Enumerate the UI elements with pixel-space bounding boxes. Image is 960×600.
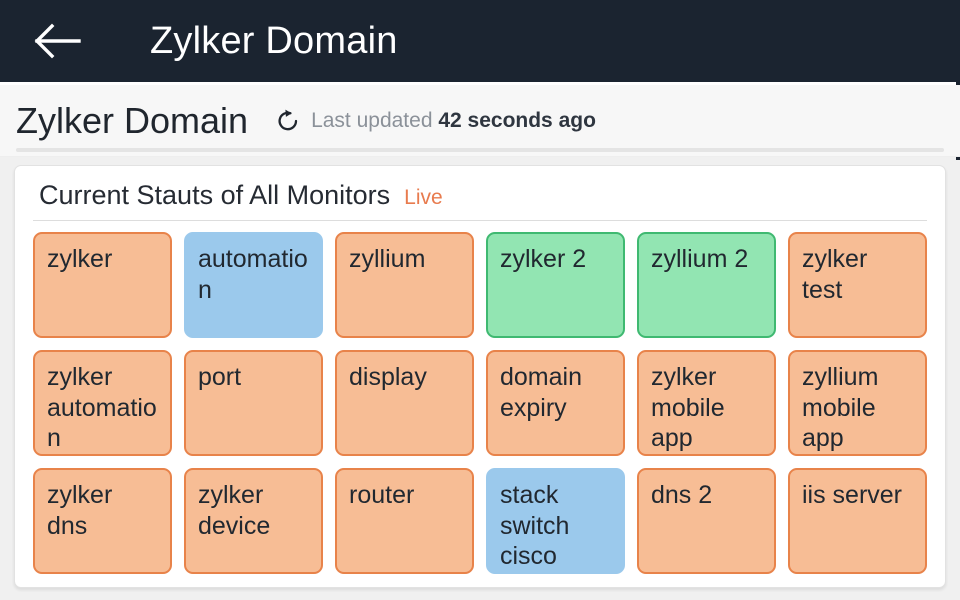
monitor-tile-label: zylker automation — [47, 363, 157, 452]
monitor-tile[interactable]: port — [184, 350, 323, 456]
refresh-icon[interactable] — [276, 108, 300, 134]
monitor-tile-label: zylker test — [802, 245, 868, 304]
monitor-tile[interactable]: zylker mobile app — [637, 350, 776, 456]
monitor-tile[interactable]: router — [335, 468, 474, 574]
monitor-tile[interactable]: domain expiry — [486, 350, 625, 456]
monitor-tile-label: automation — [198, 245, 308, 304]
back-arrow-icon — [33, 21, 85, 61]
monitor-tile-label: domain expiry — [500, 363, 582, 422]
monitor-tile[interactable]: zylker 2 — [486, 232, 625, 338]
sub-header: Zylker Domain Last updated 42 seconds ag… — [0, 85, 960, 157]
app-bar: Zylker Domain — [0, 0, 960, 82]
monitor-tile[interactable]: dns 2 — [637, 468, 776, 574]
monitor-tile[interactable]: iis server — [788, 468, 927, 574]
monitor-tile-label: zyllium — [349, 245, 426, 273]
monitor-tile-label: zylker device — [198, 481, 271, 540]
monitor-grid: zylker automation zyllium zylker 2 zyllium 2… — [33, 232, 927, 574]
last-updated-prefix: Last updated — [311, 108, 439, 132]
app-bar-title: Zylker Domain — [150, 19, 398, 62]
monitor-tile-label: dns 2 — [651, 481, 713, 509]
monitor-tile-label: zylker dns — [47, 481, 113, 540]
page-title: Zylker Domain — [16, 99, 249, 141]
monitor-tile-label: router — [349, 481, 415, 509]
monitor-tile-label: zylker — [47, 245, 113, 273]
live-badge: Live — [404, 186, 443, 209]
card-header: Current Stauts of All Monitors Live — [33, 176, 927, 221]
monitor-tile[interactable]: automation — [184, 232, 323, 338]
monitor-tile-label: display — [349, 363, 427, 391]
page-body: Current Stauts of All Monitors Live zylk… — [0, 157, 960, 600]
monitors-card: Current Stauts of All Monitors Live zylk… — [14, 165, 946, 588]
monitor-tile[interactable]: zylker dns — [33, 468, 172, 574]
monitor-tile-label: stack switch cisco — [500, 481, 570, 570]
monitor-tile[interactable]: display — [335, 350, 474, 456]
monitor-tile-label: iis server — [802, 481, 903, 509]
sub-header-divider — [16, 148, 944, 152]
last-updated-value: 42 seconds ago — [438, 108, 596, 132]
monitor-tile[interactable]: stack switch cisco — [486, 468, 625, 574]
monitor-tile[interactable]: zylker device — [184, 468, 323, 574]
monitor-tile[interactable]: zylker automation — [33, 350, 172, 456]
monitor-tile-label: port — [198, 363, 242, 391]
monitor-tile-label: zylker mobile app — [651, 363, 725, 452]
monitor-tile[interactable]: zylker — [33, 232, 172, 338]
monitor-tile[interactable]: zylker test — [788, 232, 927, 338]
back-button[interactable] — [30, 12, 88, 70]
last-updated-text: Last updated 42 seconds ago — [311, 109, 596, 133]
card-title: Current Stauts of All Monitors — [39, 180, 391, 210]
monitor-tile-label: zylker 2 — [500, 245, 587, 273]
monitor-tile-label: zyllium mobile app — [802, 363, 879, 452]
monitor-tile-label: zyllium 2 — [651, 245, 749, 273]
monitor-tile[interactable]: zyllium 2 — [637, 232, 776, 338]
monitor-tile[interactable]: zyllium mobile app — [788, 350, 927, 456]
monitor-tile[interactable]: zyllium — [335, 232, 474, 338]
sub-header-wrapper: Zylker Domain Last updated 42 seconds ag… — [0, 82, 960, 157]
